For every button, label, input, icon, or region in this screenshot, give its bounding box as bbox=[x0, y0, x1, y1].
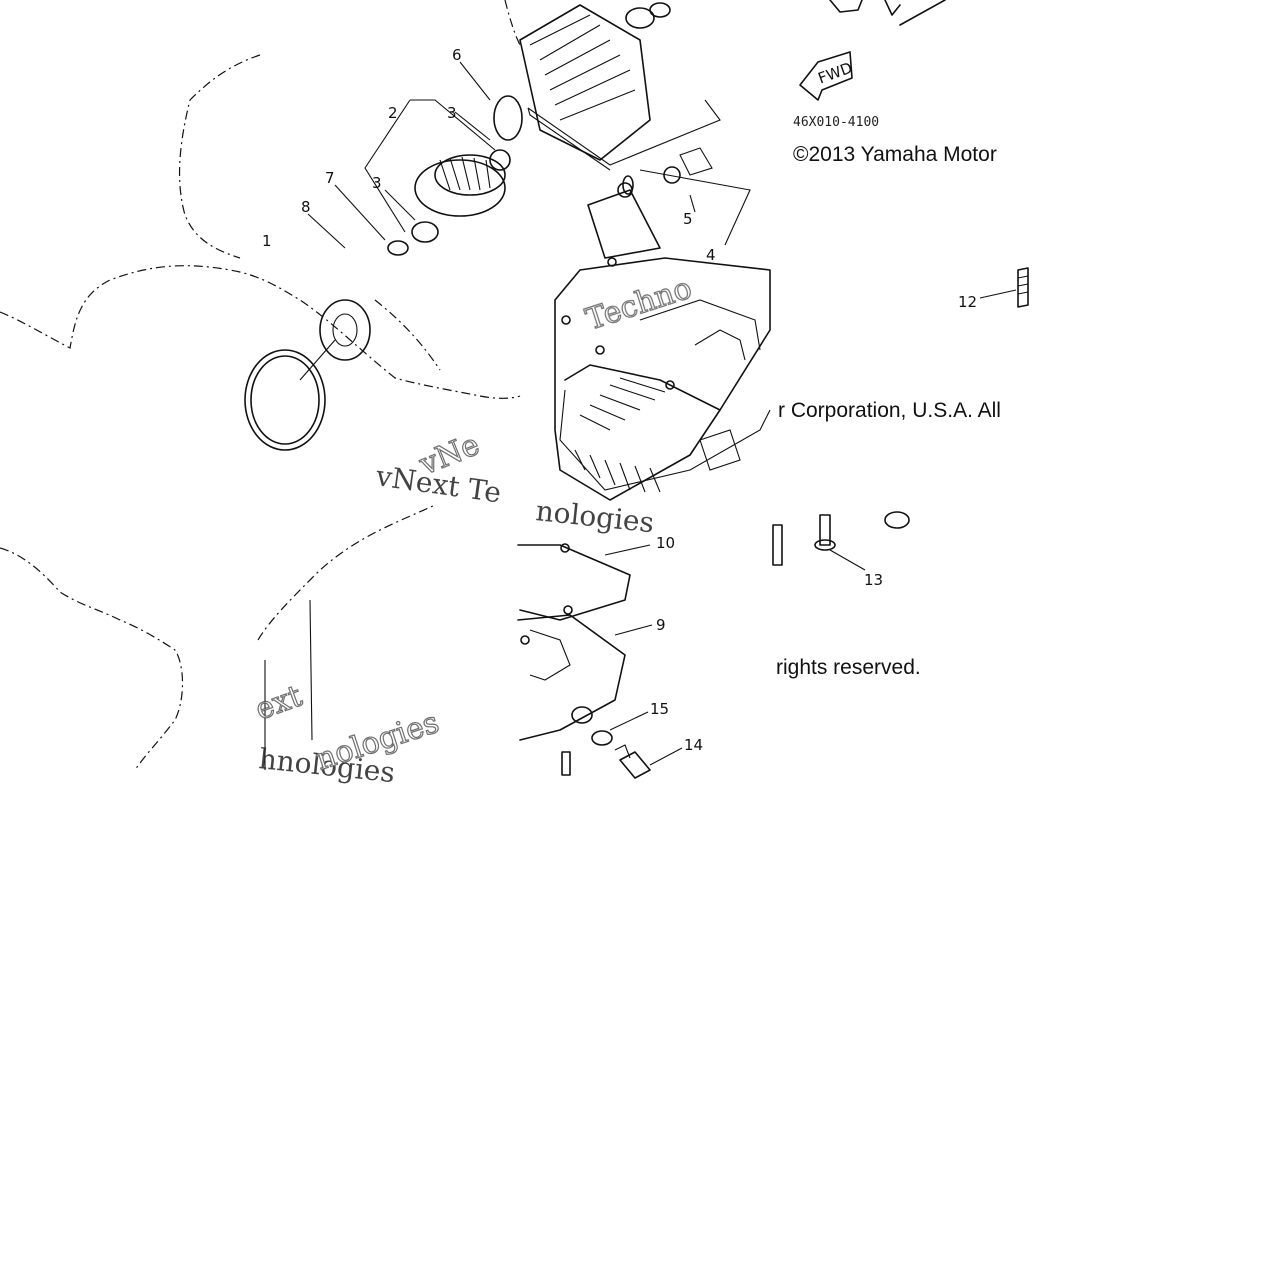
crankcase-outline-side bbox=[374, 299, 441, 371]
watermark-vnext: vNext Te bbox=[373, 459, 503, 509]
bolt-12 bbox=[979, 267, 1029, 308]
crankcase-outline-upper bbox=[504, 0, 521, 46]
relief-valve bbox=[587, 147, 713, 259]
stud-bolt bbox=[561, 751, 571, 776]
watermark-nologies-1: nologies bbox=[534, 494, 655, 539]
watermark-ext: ext bbox=[251, 679, 307, 728]
callout-numbers: 1 2 3 3 4 5 6 7 8 9 10 12 13 14 15 bbox=[262, 46, 977, 754]
oil-strainer-cover bbox=[519, 4, 721, 171]
callout-3b: 3 bbox=[372, 174, 382, 192]
cap-nut bbox=[884, 511, 910, 529]
bolt-13 bbox=[814, 514, 866, 571]
spring-part-top bbox=[625, 2, 671, 29]
crankcase-outline-lower bbox=[257, 504, 436, 641]
bolt-side bbox=[772, 524, 783, 566]
fwd-arrow: FWD bbox=[799, 51, 855, 101]
copyright-line-3: rights reserved. bbox=[776, 656, 921, 679]
crankcase-outline-top bbox=[178, 54, 261, 259]
callout-9: 9 bbox=[656, 616, 666, 634]
crankcase-outline-lower-left bbox=[0, 547, 184, 771]
copyright-line-2: r Corporation, U.S.A. All bbox=[778, 399, 1001, 422]
oil-pipe-line bbox=[309, 599, 313, 741]
callout-10: 10 bbox=[656, 534, 675, 552]
callout-4: 4 bbox=[706, 246, 716, 264]
callout-12: 12 bbox=[958, 293, 977, 311]
oil-pan-lower bbox=[517, 543, 631, 741]
oil-pan bbox=[554, 257, 771, 501]
leader-lines-bottom bbox=[604, 544, 683, 766]
callout-7: 7 bbox=[325, 169, 335, 187]
callout-13: 13 bbox=[864, 571, 883, 589]
crankshaft-seal-ring bbox=[244, 299, 371, 451]
oil-pump-rotor bbox=[387, 149, 511, 256]
leader-lines-top bbox=[307, 61, 751, 249]
callout-2: 2 bbox=[388, 104, 398, 122]
drain-plug-14 bbox=[614, 744, 651, 779]
callout-6: 6 bbox=[452, 46, 462, 64]
copyright-line-1: ©2013 Yamaha Motor bbox=[793, 143, 997, 166]
top-right-parts bbox=[829, 0, 946, 26]
watermarks: Techno vNe vNext Te nologies ext hnologi… bbox=[250, 270, 697, 789]
fwd-label: FWD bbox=[816, 59, 855, 88]
o-ring-6 bbox=[493, 95, 523, 141]
callout-15: 15 bbox=[650, 700, 669, 718]
callout-14: 14 bbox=[684, 736, 703, 754]
callout-3a: 3 bbox=[447, 104, 457, 122]
watermark-techno: Techno bbox=[582, 271, 696, 338]
callout-8: 8 bbox=[301, 198, 311, 216]
callout-1: 1 bbox=[262, 232, 272, 250]
crankcase-outline-mid bbox=[0, 265, 521, 399]
gasket-15 bbox=[591, 730, 613, 746]
callout-5: 5 bbox=[683, 210, 693, 228]
part-code: 46X010-4100 bbox=[793, 115, 879, 130]
